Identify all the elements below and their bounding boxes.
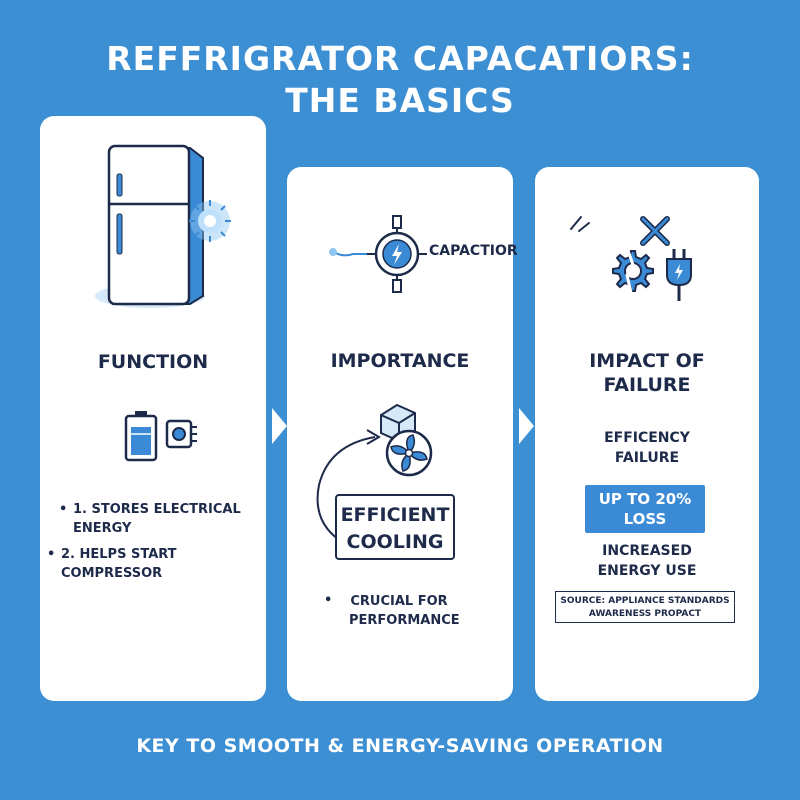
function-bullet-dot-2: • xyxy=(47,547,56,562)
function-bullet-1-line-2: ENERGY xyxy=(73,521,132,536)
function-card: FUNCTION • 1. STORES ELECTRICAL ENERGY •… xyxy=(40,116,266,701)
glow-icon xyxy=(189,200,231,242)
function-bullet-1: 1. STORES ELECTRICAL ENERGY xyxy=(73,500,241,538)
chevron-right-icon xyxy=(272,408,287,444)
efficiency-failure: EFFICENCY FAILURE xyxy=(535,428,759,468)
title-line-1: REFFRIGRATOR CAPACATIORS: xyxy=(106,39,694,78)
impact-card: IMPACT OF FAILURE EFFICENCY FAILURE UP T… xyxy=(535,167,759,701)
importance-bullet-dot: • xyxy=(324,593,333,608)
box-line-2: COOLING xyxy=(346,531,444,553)
source-box: SOURCE: APPLIANCE STANDARDS AWARENESS PR… xyxy=(555,591,735,623)
source-line-1: SOURCE: APPLIANCE STANDARDS xyxy=(560,596,730,606)
broken-gear-icon xyxy=(612,250,654,294)
importance-bullet-line-2: PERFORMANCE xyxy=(349,613,460,628)
curved-arrow-icon xyxy=(316,429,381,546)
x-icon xyxy=(640,216,670,246)
increased-line-1: INCREASED xyxy=(602,543,692,559)
increased-line-2: ENERGY USE xyxy=(597,563,697,579)
function-bullet-1-line-1: 1. STORES ELECTRICAL xyxy=(73,502,241,517)
impact-heading-line-1: IMPACT OF xyxy=(589,350,705,372)
title-line-2: THE BASICS xyxy=(285,81,515,120)
increased-energy-use: INCREASED ENERGY USE xyxy=(535,541,759,581)
function-heading: FUNCTION xyxy=(97,351,209,373)
importance-card: CAPACTIOR IMPORTANCE EFFICIENT COOLING •… xyxy=(287,167,518,701)
loss-badge-line-2: LOSS xyxy=(623,510,667,528)
footer-tagline: KEY TO SMOOTH & ENERGY-SAVING OPERATION xyxy=(136,735,664,757)
battery-icon xyxy=(124,411,158,462)
loss-badge: UP TO 20% LOSS xyxy=(585,485,705,533)
plug-icon xyxy=(666,249,692,301)
capacitor-chip-icon xyxy=(165,419,197,449)
function-bullet-2: 2. HELPS START COMPRESSOR xyxy=(61,547,177,581)
lightning-icon xyxy=(392,244,402,265)
box-line-1: EFFICIENT xyxy=(340,504,450,526)
capacitor-icon xyxy=(329,215,427,293)
importance-bullet-line-1: CRUCIAL FOR xyxy=(350,594,448,609)
function-bullet-dot-1: • xyxy=(59,502,68,517)
importance-bullet: CRUCIAL FOR PERFORMANCE xyxy=(349,592,460,630)
refrigerator-icon xyxy=(95,144,205,308)
page-title: REFFRIGRATOR CAPACATIORS: THE BASICS xyxy=(0,38,800,122)
source-line-2: AWARENESS PROPACT xyxy=(588,609,702,619)
chevron-right-icon xyxy=(519,408,534,444)
efficiency-failure-line-2: FAILURE xyxy=(614,450,680,466)
loss-badge-line-1: UP TO 20% xyxy=(598,490,692,508)
spark-icon xyxy=(570,216,590,232)
efficiency-failure-line-1: EFFICENCY xyxy=(604,430,690,446)
impact-heading-line-2: FAILURE xyxy=(603,374,691,396)
importance-heading: IMPORTANCE xyxy=(330,350,470,372)
efficient-cooling-box: EFFICIENT COOLING xyxy=(335,494,455,560)
capacitor-label: CAPACTIOR xyxy=(429,243,518,259)
fan-icon xyxy=(385,429,433,477)
impact-heading: IMPACT OF FAILURE xyxy=(535,349,759,397)
